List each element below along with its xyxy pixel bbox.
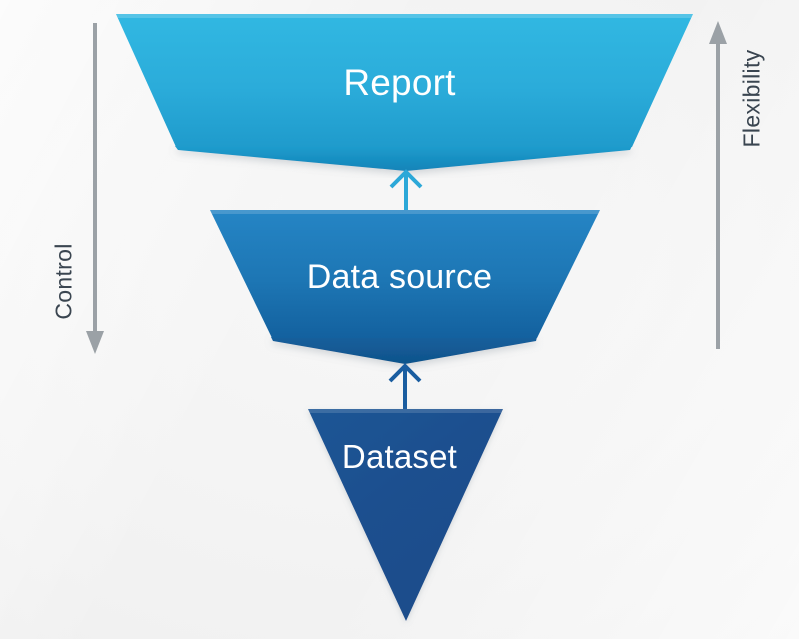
stage-data-source-highlight (210, 210, 600, 214)
control-axis-arrow (86, 23, 104, 354)
stage-data-source[interactable] (210, 210, 600, 364)
axis-label-control: Control (50, 243, 77, 320)
stage-report-highlight (116, 14, 693, 18)
arrow-datasource-to-report (389, 169, 423, 210)
stage-report[interactable] (116, 14, 693, 171)
stage-dataset-highlight (308, 409, 503, 413)
axis-label-flexibility: Flexibility (738, 49, 765, 148)
stage-report-body[interactable] (116, 14, 693, 147)
stage-data-source-body[interactable] (210, 210, 600, 338)
stage-data-source-edge (271, 337, 537, 364)
stage-report-edge (175, 146, 632, 171)
stage-dataset-body[interactable] (308, 409, 503, 621)
arrow-dataset-to-datasource (388, 363, 422, 409)
stage-dataset[interactable] (308, 409, 503, 621)
flexibility-axis-arrow (709, 21, 727, 349)
